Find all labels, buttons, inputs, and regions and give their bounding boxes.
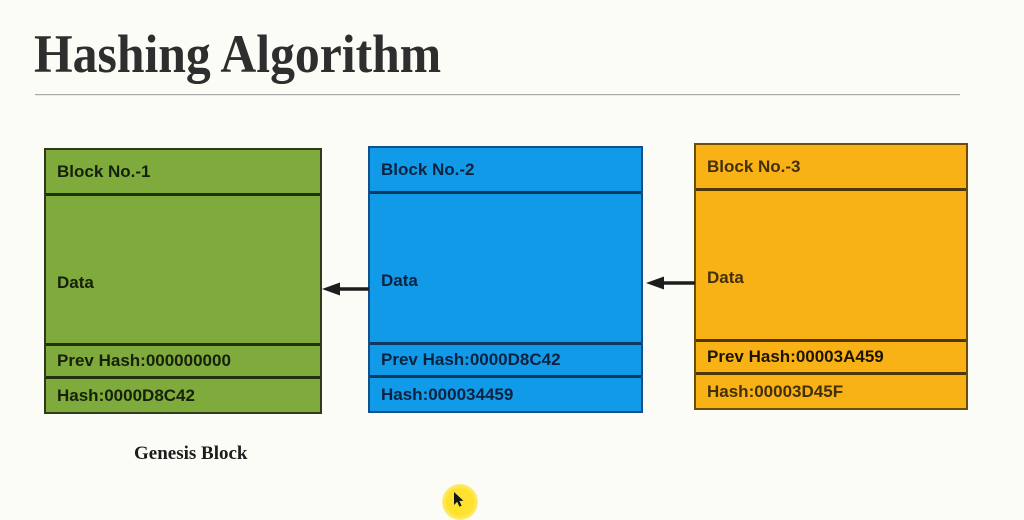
page-title: Hashing Algorithm bbox=[34, 24, 442, 84]
block-card-3[interactable]: Block No.-3 Data Prev Hash:00003A459 Has… bbox=[694, 143, 968, 410]
block-1-number-label: Block No.-1 bbox=[46, 150, 320, 196]
block-card-1[interactable]: Block No.-1 Data Prev Hash:000000000 Has… bbox=[44, 148, 322, 414]
block-1-prev-hash: Prev Hash:000000000 bbox=[46, 346, 320, 379]
block-2-hash: Hash:000034459 bbox=[381, 384, 514, 404]
arrow-left-icon-1 bbox=[322, 282, 369, 296]
block-3-data-label: Data bbox=[696, 191, 966, 342]
block-2-data-label: Data bbox=[370, 194, 641, 345]
block-1-hash: Hash:0000D8C42 bbox=[57, 385, 195, 405]
block-3-number-label: Block No.-3 bbox=[696, 145, 966, 191]
title-divider-rule bbox=[35, 94, 960, 96]
mouse-pointer-icon bbox=[454, 492, 464, 507]
arrow-left-icon-2 bbox=[646, 276, 695, 290]
block-3-hash: Hash:00003D45F bbox=[707, 381, 844, 401]
block-card-2[interactable]: Block No.-2 Data Prev Hash:0000D8C42 Has… bbox=[368, 146, 643, 413]
block-2-prev-hash: Prev Hash:0000D8C42 bbox=[370, 345, 641, 378]
block-2-number-label: Block No.-2 bbox=[370, 148, 641, 194]
block-1-data-label: Data bbox=[46, 196, 320, 346]
block-3-prev-hash: Prev Hash:00003A459 bbox=[696, 342, 966, 375]
genesis-block-caption: Genesis Block bbox=[134, 443, 248, 464]
